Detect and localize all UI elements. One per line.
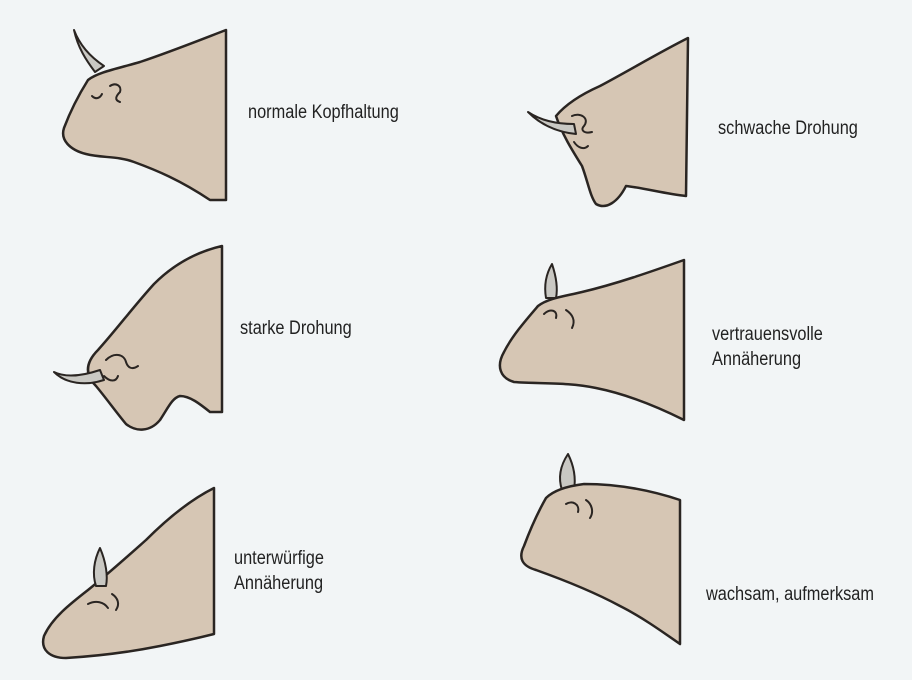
label-line: Annäherung (234, 571, 324, 596)
label-alert-attentive: wachsam, aufmerksam (706, 582, 874, 607)
label-line: schwache Drohung (718, 116, 858, 141)
label-normal-head-posture: normale Kopfhaltung (248, 100, 399, 125)
label-line: unterwürfige (234, 546, 324, 571)
label-line: wachsam, aufmerksam (706, 582, 874, 607)
cow-head-alert-attentive (521, 454, 680, 644)
cow-head-trusting-approach (500, 260, 684, 420)
label-weak-threat: schwache Drohung (718, 116, 858, 141)
cow-head-strong-threat (54, 246, 222, 430)
label-submissive-approach: unterwürfige Annäherung (234, 546, 324, 596)
label-line: Annäherung (712, 347, 823, 372)
cow-head-normal-posture (63, 30, 226, 200)
label-strong-threat: starke Drohung (240, 316, 352, 341)
cow-head-weak-threat (528, 38, 688, 206)
label-line: vertrauensvolle (712, 322, 823, 347)
label-line: normale Kopfhaltung (248, 100, 399, 125)
cow-head-submissive-approach (43, 488, 214, 658)
label-trusting-approach: vertrauensvolle Annäherung (712, 322, 823, 372)
label-line: starke Drohung (240, 316, 352, 341)
